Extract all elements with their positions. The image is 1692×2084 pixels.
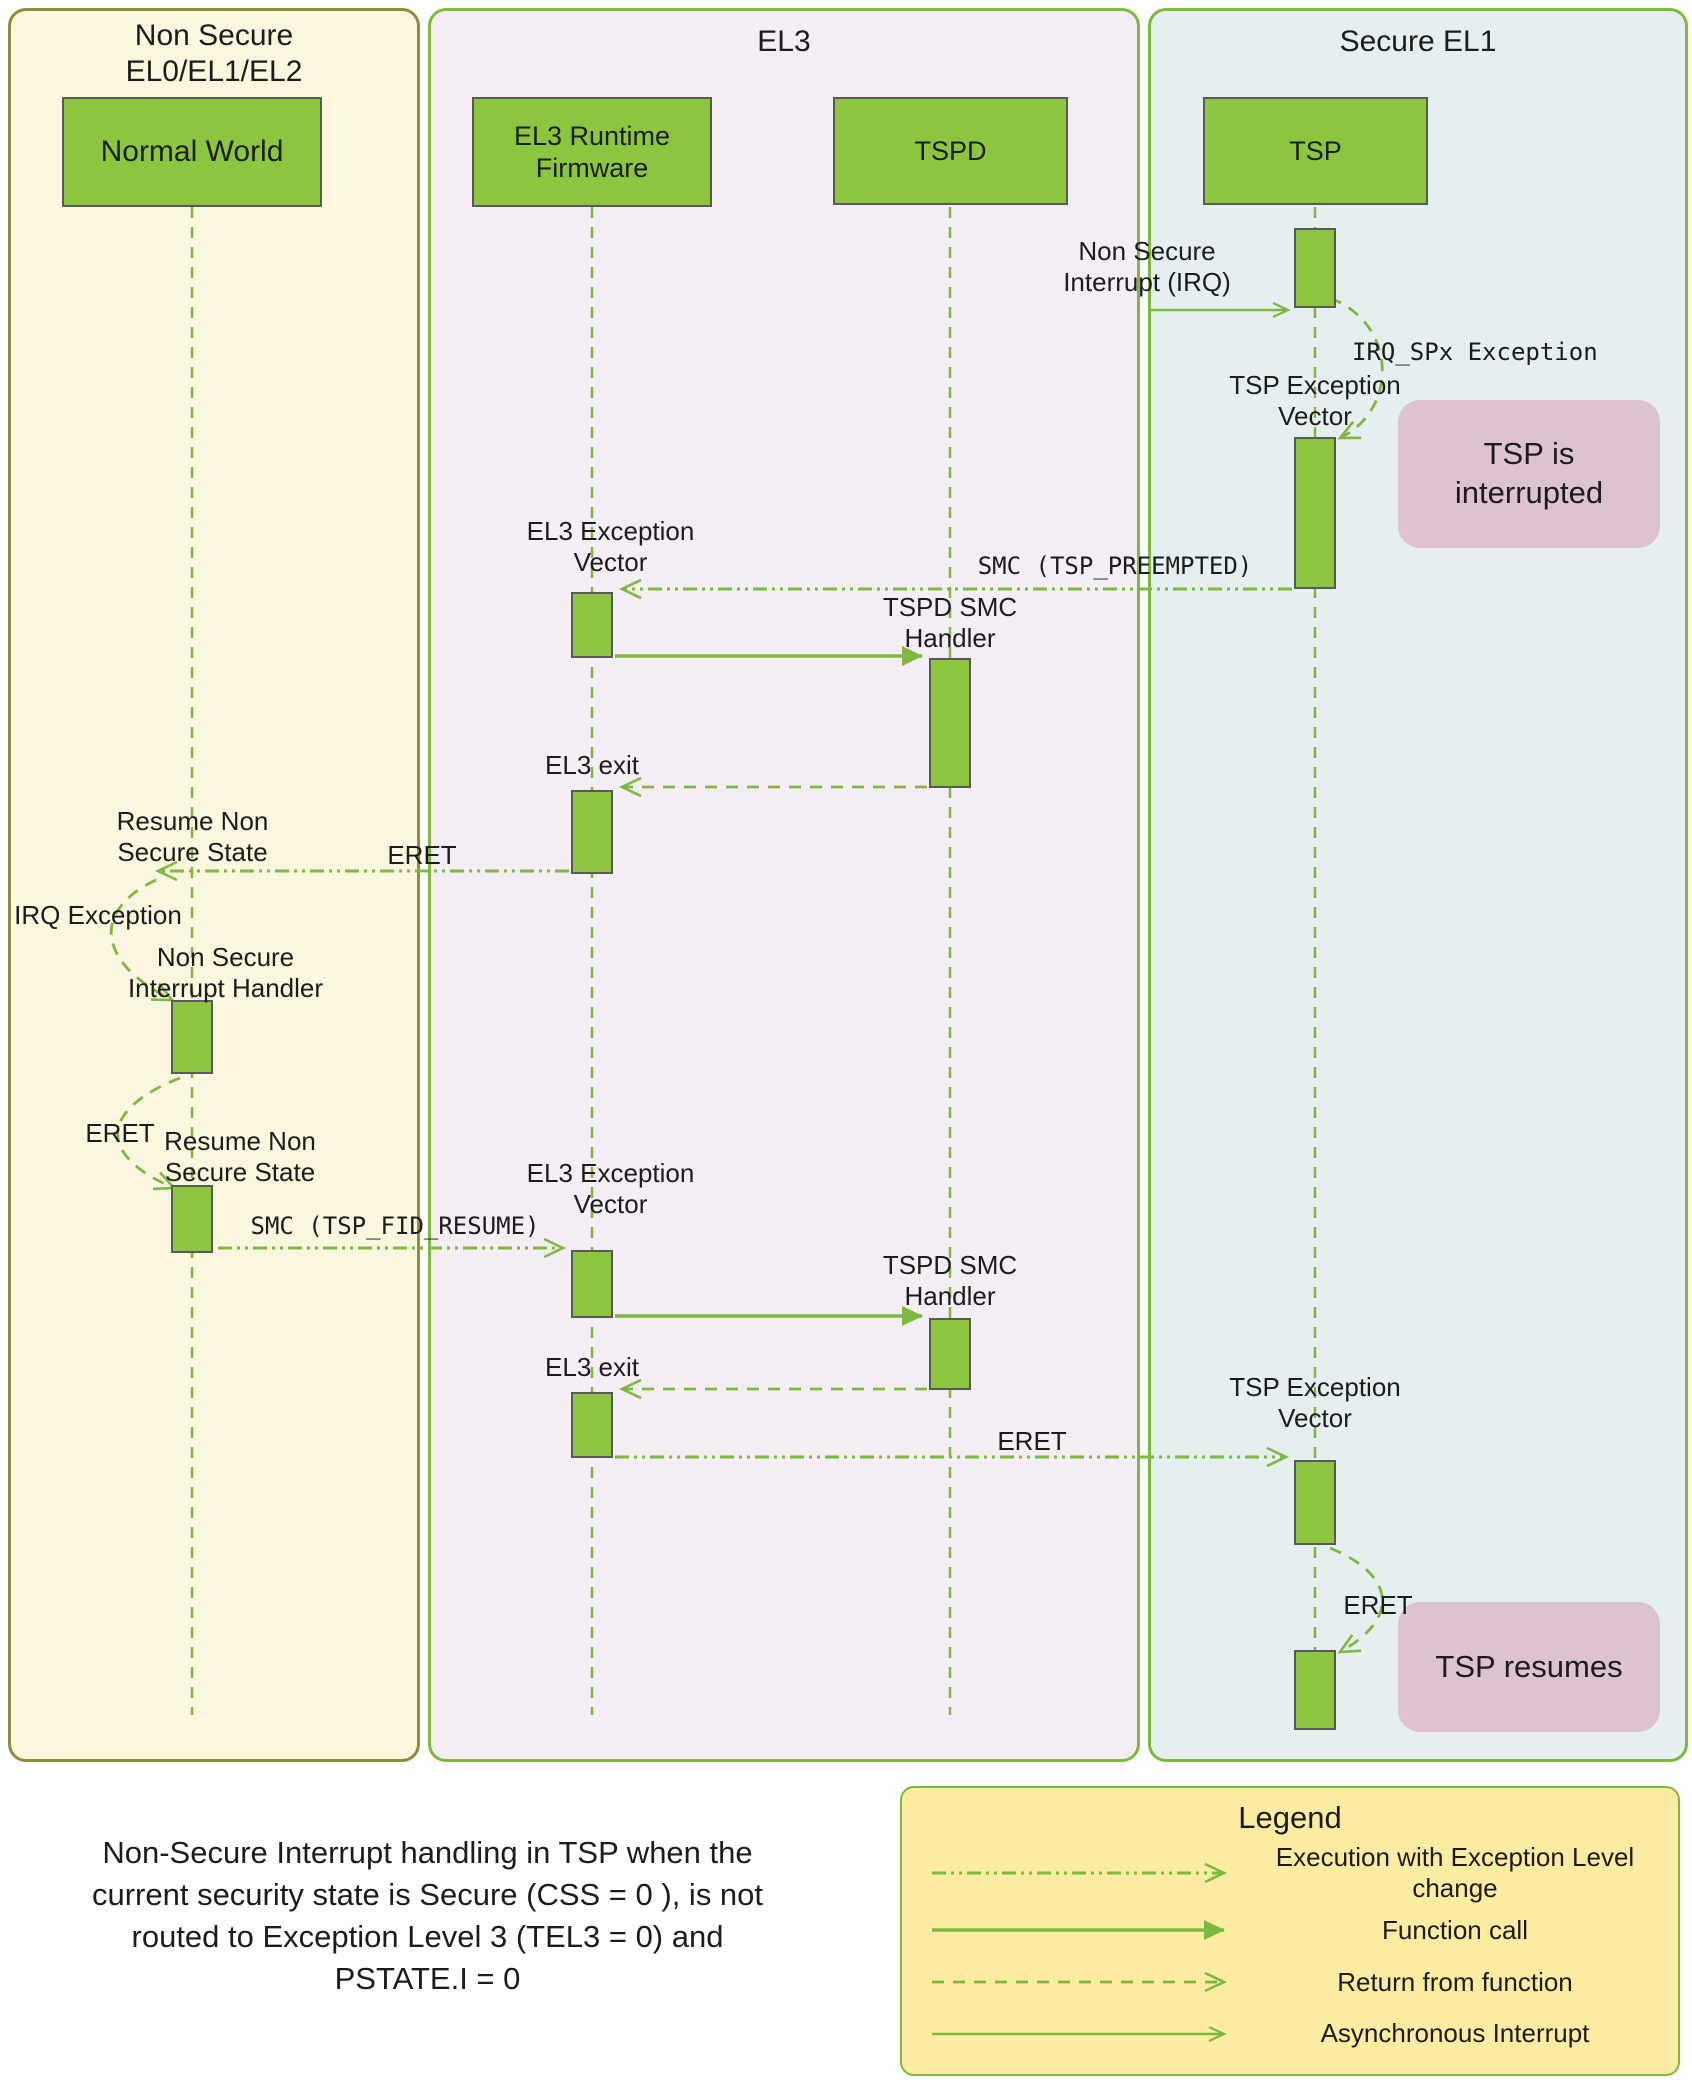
legend-title: Legend [1238, 1800, 1342, 1835]
label-eret-4: ERET [1343, 1590, 1413, 1620]
legend-label-exec-change: Execution with Exception Level change [1275, 1842, 1635, 1904]
panel-title-non-secure: Non Secure EL0/EL1/EL2 [125, 19, 303, 88]
label-ns-interrupt-handler: Non Secure Interrupt Handler [127, 942, 324, 1003]
label-resume-non-secure-1: Resume Non Secure State [116, 806, 269, 867]
panel-el3 [428, 8, 1140, 1762]
label-smc-tsp-fid-resume: SMC (TSP_FID_RESUME) [250, 1212, 540, 1240]
panel-non-secure [8, 8, 420, 1762]
label-resume-non-secure-2: Resume Non Secure State [164, 1126, 316, 1187]
legend-label-async-interrupt: Asynchronous Interrupt [1320, 2018, 1590, 2049]
activation-resume-non-secure [171, 1185, 213, 1253]
legend-sample-async-interrupt-icon [932, 2026, 1227, 2043]
legend-row-return: Return from function [924, 1956, 1656, 2008]
legend-sample-return-icon [932, 1972, 1228, 1993]
label-smc-tsp-preempted: SMC (TSP_PREEMPTED) [977, 552, 1253, 580]
activation-tsp-resumed [1294, 1650, 1336, 1730]
legend-label-function-call: Function call [1382, 1914, 1528, 1945]
label-tspd-smc-handler-1: TSPD SMC Handler [882, 592, 1018, 653]
label-tsp-exception-vector-2: TSP Exception Vector [1229, 1372, 1401, 1433]
activation-el3-exception-vector-2 [571, 1250, 613, 1318]
actor-el3-runtime-firmware: EL3 Runtime Firmware [472, 97, 712, 207]
legend-row-async-interrupt: Asynchronous Interrupt [924, 2008, 1656, 2060]
label-tspd-smc-handler-2: TSPD SMC Handler [882, 1250, 1018, 1311]
panel-title-el3: EL3 [757, 25, 811, 58]
activation-ns-interrupt-handler [171, 1000, 213, 1074]
label-eret-1: ERET [387, 840, 457, 870]
activation-tsp-exception-vector-2 [1294, 1460, 1336, 1545]
label-irq-exception: IRQ Exception [14, 900, 182, 930]
activation-tsp-exception-vector-1 [1294, 437, 1336, 589]
legend-row-function-call: Function call [924, 1904, 1656, 1956]
legend-sample-function-call-icon [932, 1920, 1225, 1941]
label-el3-exception-vector-2: EL3 Exception Vector [526, 1158, 695, 1219]
label-tsp-exception-vector-1: TSP Exception Vector [1229, 370, 1401, 431]
activation-el3-exit-2 [571, 1392, 613, 1458]
label-eret-3: ERET [997, 1426, 1067, 1456]
label-non-secure-interrupt: Non Secure Interrupt (IRQ) [1063, 236, 1231, 297]
actor-tspd: TSPD [833, 97, 1068, 205]
annotation-tsp-resumes: TSP resumes [1398, 1602, 1660, 1732]
annotation-tsp-is-interrupted: TSP is interrupted [1398, 400, 1660, 548]
activation-tspd-smc-handler-2 [929, 1318, 971, 1390]
legend-label-return: Return from function [1337, 1966, 1573, 1997]
panel-secure-el1 [1148, 8, 1688, 1762]
activation-el3-exit-1 [571, 790, 613, 874]
activation-tspd-smc-handler-1 [929, 658, 971, 788]
legend-row-exec-change: Execution with Exception Level change [924, 1842, 1656, 1904]
label-el3-exit-2: EL3 exit [545, 1352, 639, 1382]
actor-normal-world: Normal World [62, 97, 322, 207]
legend-box: Legend Execution with Exception Level ch… [900, 1786, 1680, 2076]
label-irq-spx-exception: IRQ_SPx Exception [1352, 338, 1598, 366]
panel-title-secure-el1: Secure EL1 [1339, 25, 1497, 58]
diagram-caption: Non-Secure Interrupt handling in TSP whe… [91, 1835, 764, 1996]
activation-tsp-initial [1294, 228, 1336, 308]
label-el3-exit-1: EL3 exit [545, 750, 639, 780]
actor-tsp: TSP [1203, 97, 1428, 205]
label-el3-exception-vector-1: EL3 Exception Vector [526, 516, 695, 577]
activation-el3-exception-vector-1 [571, 592, 613, 658]
legend-sample-exec-change-icon [932, 1863, 1228, 1884]
